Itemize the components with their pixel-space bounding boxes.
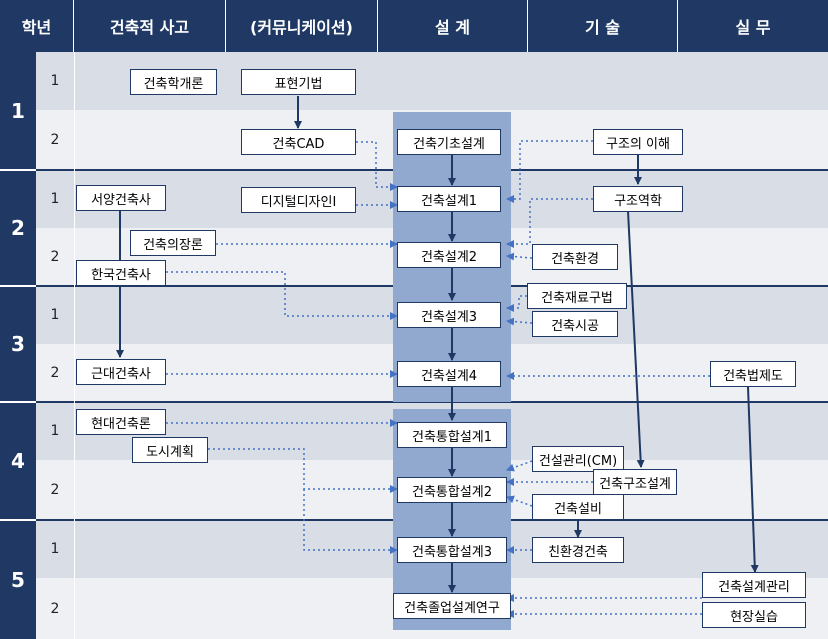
year-4: 4 [0,403,36,519]
course-modern[interactable]: 근대건축사 [76,359,166,385]
course-integ3[interactable]: 건축통합설계3 [397,537,507,563]
semester-label: 2 [50,365,60,381]
year-3: 3 [0,287,36,401]
course-basic-design[interactable]: 건축기초설계 [397,129,501,155]
course-equipment[interactable]: 건축설비 [532,494,624,520]
semester-label: 1 [50,423,60,439]
course-contemporary[interactable]: 현대건축론 [76,409,166,435]
header-practice: 실 무 [678,0,828,52]
dotted-urban-to-integ3 [303,489,398,554]
semester-label: 2 [50,249,60,265]
semester-column-divider [74,52,75,639]
header-communication: (커뮤니케이션) [226,0,378,52]
course-construction[interactable]: 건축시공 [532,311,618,337]
header-design: 설 계 [378,0,528,52]
arrow-mech-to-structdesign [627,210,645,468]
year-5: 5 [0,521,36,639]
course-intro[interactable]: 건축학개론 [130,69,217,95]
dotted-construction-to-design3 [506,317,533,326]
course-design-mgmt[interactable]: 건축설계관리 [702,572,806,598]
semester-label: 1 [50,191,60,207]
dotted-urban-to-integ2 [208,448,398,493]
course-structure-understand[interactable]: 구조의 이해 [593,129,683,155]
course-materials[interactable]: 건축재료구법 [527,283,627,309]
course-graduation[interactable]: 건축졸업설계연구 [393,593,511,619]
header-year: 학년 [0,0,74,52]
course-design1[interactable]: 건축설계1 [397,186,501,212]
dotted-cad-to-design1 [356,141,398,191]
course-environment[interactable]: 건축환경 [532,244,618,270]
semester-label: 1 [50,307,60,323]
course-eco[interactable]: 친환경건축 [532,537,624,563]
year-1: 1 [0,52,36,169]
course-urban[interactable]: 도시계획 [132,437,208,463]
dotted-structure-to-design1 [506,140,593,203]
dotted-korean-to-design3 [166,271,398,320]
course-western[interactable]: 서양건축사 [76,185,166,211]
header-technology: 기 술 [528,0,678,52]
course-design2[interactable]: 건축설계2 [397,242,501,268]
semester-label: 1 [50,73,60,89]
course-cm[interactable]: 건설관리(CM) [532,446,624,472]
semester-label: 1 [50,541,60,557]
dotted-mech-to-design2 [506,198,593,248]
dotted-equipment-to-integ2 [506,495,533,507]
course-design3[interactable]: 건축설계3 [397,302,501,328]
semester-label: 2 [50,482,60,498]
dotted-cm-to-integ2 [506,460,533,472]
header-architectural-thinking: 건축적 사고 [74,0,226,52]
course-structural-design[interactable]: 건축구조설계 [593,469,677,495]
semester-label: 2 [50,132,60,148]
course-costume[interactable]: 건축의장론 [130,230,216,256]
course-practice[interactable]: 현장실습 [702,602,806,628]
course-integ2[interactable]: 건축통합설계2 [397,477,507,503]
course-design4[interactable]: 건축설계4 [397,361,501,387]
course-law[interactable]: 건축법제도 [710,361,796,387]
course-cad[interactable]: 건축CAD [241,129,356,155]
dotted-materials-to-design3 [506,295,527,312]
year-2: 2 [0,171,36,285]
semester-label: 2 [50,600,60,617]
arrow-law-to-mgmt [747,386,759,573]
dotted-env-to-design2 [506,252,533,261]
course-korean[interactable]: 한국건축사 [76,260,166,286]
course-integ1[interactable]: 건축통합설계1 [397,422,507,448]
course-digital[interactable]: 디지털디자인I [241,187,356,213]
year-divider [36,401,828,403]
course-structural-mech[interactable]: 구조역학 [593,186,683,212]
course-expression[interactable]: 표현기법 [241,69,356,95]
